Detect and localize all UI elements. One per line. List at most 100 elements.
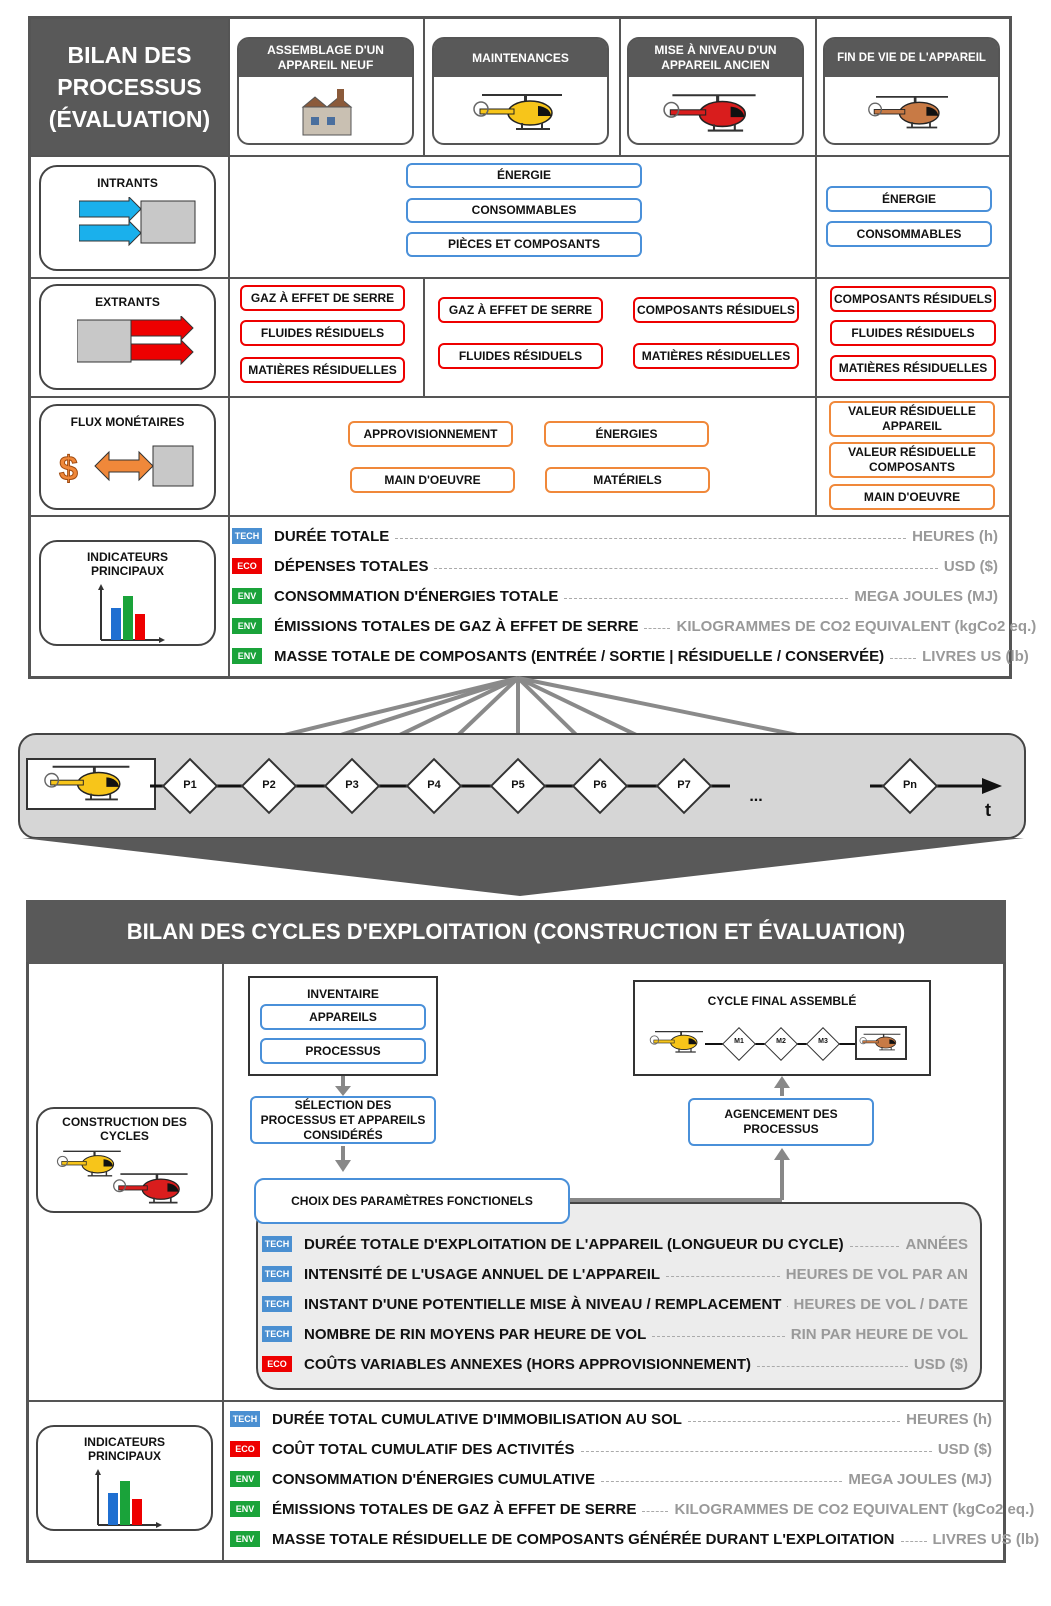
- grid-line: [28, 396, 1012, 398]
- eco-tag: ECO: [262, 1356, 292, 1372]
- indicator-label: DURÉE TOTALE: [274, 527, 390, 545]
- param-unit: HEURES DE VOL / DATE: [793, 1295, 968, 1313]
- extrant-matieres: MATIÈRES RÉSIDUELLES: [240, 357, 405, 383]
- flux-energies: ÉNERGIES: [544, 421, 709, 447]
- process-label: MAINTENANCES: [434, 39, 607, 77]
- flux-approvisionnement: APPROVISIONNEMENT: [348, 421, 513, 447]
- cycle-final-box: CYCLE FINAL ASSEMBLÉ M1 M2 M3: [633, 980, 931, 1076]
- flux-main-doeuvre: MAIN D'OEUVRE: [350, 467, 515, 493]
- tech-tag: TECH: [262, 1236, 292, 1252]
- grid-line: [423, 277, 425, 396]
- env-tag: ENV: [232, 648, 262, 664]
- cycle-node-label: M2: [776, 1038, 786, 1045]
- indicator-unit: MEGA JOULES (MJ): [848, 1470, 992, 1488]
- env-tag: ENV: [230, 1471, 260, 1487]
- param-label: INSTANT D'UNE POTENTIELLE MISE À NIVEAU …: [304, 1295, 782, 1313]
- inventaire-processus: PROCESSUS: [260, 1038, 426, 1064]
- cycle-indicators-card: INDICATEURS PRINCIPAUX: [36, 1425, 213, 1531]
- timeline-funnel: [22, 838, 1024, 896]
- grid-line: [228, 16, 230, 679]
- indicator-row: ENV CONSOMMATION D'ÉNERGIES CUMULATIVE MEG…: [230, 1464, 992, 1494]
- cycle-node-label: M1: [734, 1038, 744, 1045]
- dash-leader: [601, 1480, 843, 1482]
- extrant-composants-3: COMPOSANTS RÉSIDUELS: [633, 297, 799, 323]
- param-row: TECH INSTANT D'UNE POTENTIELLE MISE À NIV…: [262, 1289, 968, 1319]
- indicator-label: MASSE TOTALE DE COMPOSANTS (ENTRÉE / SOR…: [274, 647, 885, 665]
- params-panel: [256, 1202, 982, 1390]
- extrant-fluides-end: FLUIDES RÉSIDUELS: [830, 320, 996, 346]
- dash-leader: [564, 597, 849, 599]
- extrant-gaz: GAZ À EFFET DE SERRE: [240, 285, 405, 311]
- indicator-label: ÉMISSIONS TOTALES DE GAZ À EFFET DE SERR…: [272, 1500, 637, 1518]
- intrant-consommables-end: CONSOMMABLES: [826, 221, 992, 247]
- intrants-card: INTRANTS: [39, 165, 216, 271]
- grid-line: [815, 16, 817, 515]
- inventaire-title: INVENTAIRE: [307, 987, 379, 1001]
- cycles-title: BILAN DES CYCLES D'EXPLOITATION (CONSTRU…: [126, 919, 906, 944]
- wrecked-helicopter-icon: [867, 89, 957, 139]
- bar-chart-icon: [92, 1469, 162, 1529]
- indicator-unit: LIVRES US (lb): [932, 1530, 1040, 1548]
- indicator-label: COÛT TOTAL CUMULATIF DES ACTIVITÉS: [272, 1440, 575, 1458]
- process-label: FIN DE VIE DE L'APPAREIL: [825, 39, 998, 77]
- factory-icon: [301, 89, 353, 136]
- grid-line: [222, 962, 224, 1562]
- intrants-title: INTRANTS: [97, 176, 158, 190]
- extrant-fluides: FLUIDES RÉSIDUELS: [240, 320, 405, 346]
- extrants-card: EXTRANTS: [39, 284, 216, 390]
- indicator-unit: USD ($): [943, 557, 998, 575]
- dash-leader: [644, 627, 671, 629]
- flow-arrows: [335, 1076, 790, 1200]
- extrant-gaz-2: GAZ À EFFET DE SERRE: [438, 297, 603, 323]
- indicator-unit: LIVRES US (lb): [922, 647, 1029, 665]
- env-tag: ENV: [230, 1531, 260, 1547]
- dash-leader: [395, 537, 907, 539]
- cycles-header: [26, 900, 1006, 964]
- indicator-unit: USD ($): [937, 1440, 992, 1458]
- intrant-consommables: CONSOMMABLES: [406, 198, 642, 223]
- money-flow-icon: $: [59, 445, 194, 489]
- choix-box: CHOIX DES PARAMÈTRES FONCTIONELS: [254, 1178, 570, 1224]
- dash-leader: [756, 1365, 908, 1367]
- indicator-label: DÉPENSES TOTALES: [274, 557, 429, 575]
- indicators-card: INDICATEURS PRINCIPAUX: [39, 540, 216, 646]
- wrecked-helicopter-icon: [859, 1029, 905, 1057]
- tech-tag: TECH: [262, 1296, 292, 1312]
- dash-leader: [434, 567, 938, 569]
- indicator-row: ECO COÛT TOTAL CUMULATIF DES ACTIVITÉS USD…: [230, 1434, 992, 1464]
- cycle-node-label: M3: [818, 1038, 828, 1045]
- param-unit: ANNÉES: [905, 1235, 968, 1253]
- grid-line: [28, 155, 1012, 157]
- process-card-maintenances: MAINTENANCES: [432, 37, 609, 145]
- extrant-matieres-3: MATIÈRES RÉSIDUELLES: [633, 343, 799, 369]
- tech-tag: TECH: [262, 1266, 292, 1282]
- grid-line: [28, 515, 1012, 517]
- output-arrows-icon: [77, 316, 194, 366]
- agencement-box: AGENCEMENT DES PROCESSUS: [688, 1098, 874, 1146]
- param-unit: USD ($): [913, 1355, 968, 1373]
- red-helicopter-icon: [659, 89, 769, 141]
- indicators-title: INDICATEURS PRINCIPAUX: [83, 1435, 166, 1463]
- indicator-label: CONSOMMATION D'ÉNERGIES CUMULATIVE: [272, 1470, 596, 1488]
- extrant-composants-end: COMPOSANTS RÉSIDUELS: [830, 286, 996, 312]
- cycle-final-title: CYCLE FINAL ASSEMBLÉ: [707, 994, 857, 1008]
- param-label: INTENSITÉ DE L'USAGE ANNUEL DE L'APPAREI…: [304, 1265, 661, 1283]
- yellow-helicopter-icon: [472, 89, 572, 139]
- page-title: BILAN DES PROCESSUS (ÉVALUATION): [31, 19, 228, 155]
- dash-leader: [687, 1420, 901, 1422]
- grid-line: [28, 277, 1012, 279]
- input-arrows-icon: [79, 197, 196, 247]
- process-label: MISE À NIVEAU D'UN APPAREIL ANCIEN: [629, 39, 802, 77]
- dash-leader: [642, 1510, 669, 1512]
- eco-tag: ECO: [230, 1441, 260, 1457]
